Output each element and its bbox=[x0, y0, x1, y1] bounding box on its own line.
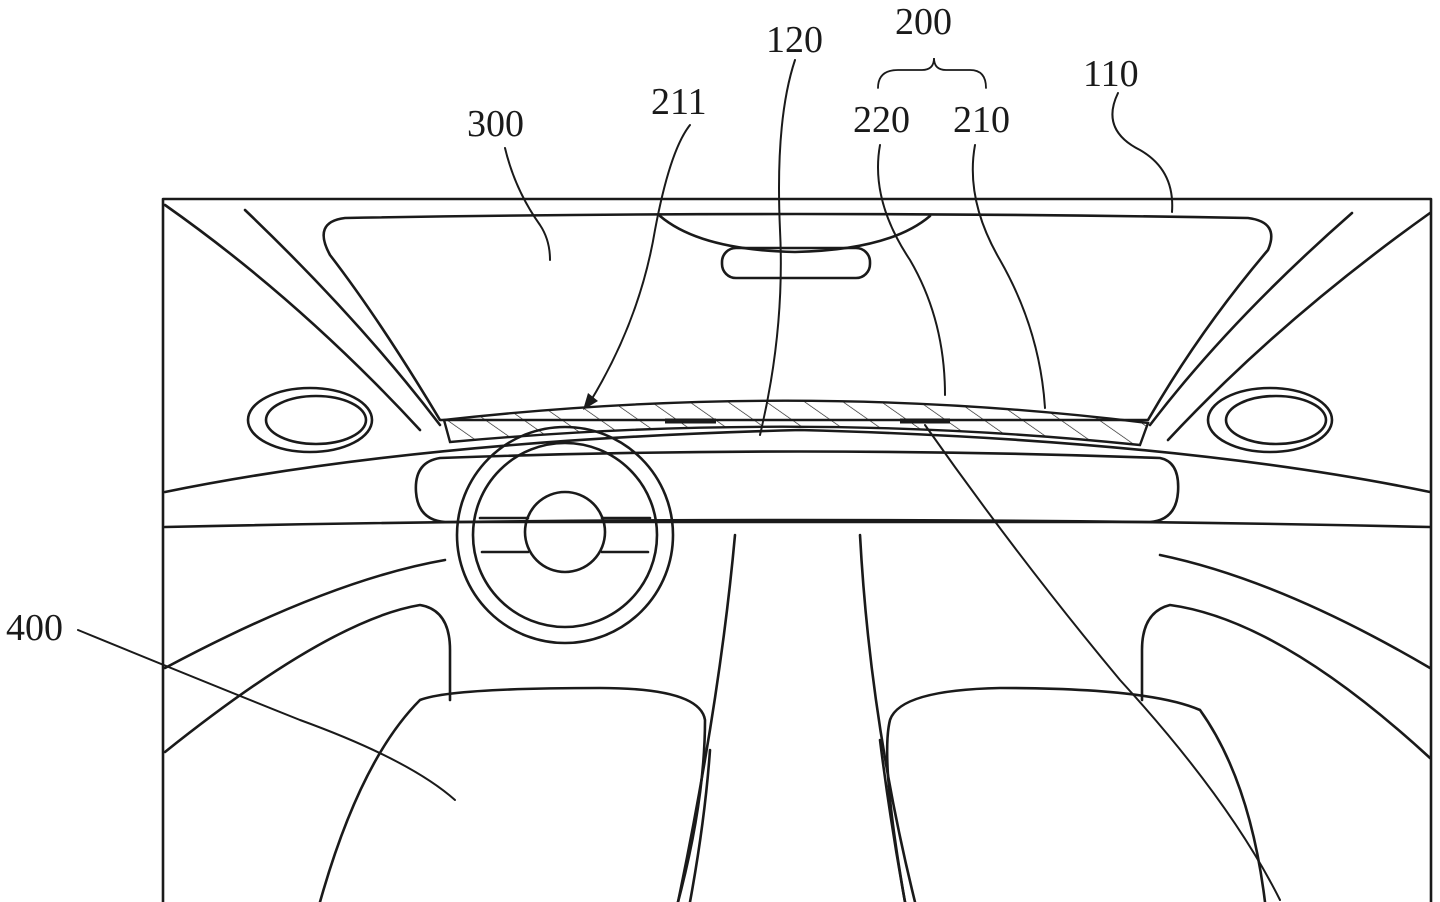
door-panel-right-armrest bbox=[1140, 603, 1432, 760]
a-pillar-right-outer bbox=[1166, 211, 1432, 442]
a-pillar-left-inner bbox=[243, 208, 442, 427]
drawing-frame bbox=[161, 197, 1433, 902]
leader-110 bbox=[1111, 92, 1174, 213]
leader-120 bbox=[759, 59, 796, 436]
seat-left bbox=[318, 686, 707, 902]
display-strip-hatched bbox=[442, 399, 1150, 447]
instrument-cluster-pod bbox=[414, 450, 1180, 524]
ref-label-200: 200 bbox=[895, 1, 952, 43]
leader-210 bbox=[971, 144, 1046, 409]
steering-wheel-outer bbox=[455, 425, 675, 645]
leader-400 bbox=[77, 629, 456, 801]
ref-label-211: 211 bbox=[651, 81, 707, 123]
door-panel-right-curve bbox=[1158, 553, 1432, 670]
ref-label-210: 210 bbox=[953, 99, 1010, 141]
door-panel-left-armrest bbox=[163, 603, 452, 754]
ref-label-110: 110 bbox=[1083, 53, 1139, 95]
windshield-outline bbox=[322, 212, 1273, 422]
brace-200 bbox=[877, 57, 987, 89]
side-mirror-right-outer bbox=[1206, 386, 1334, 454]
steering-wheel-inner bbox=[471, 441, 659, 629]
ref-label-400: 400 bbox=[6, 607, 63, 649]
ref-label-300: 300 bbox=[467, 103, 524, 145]
leader-300 bbox=[504, 147, 551, 261]
leader-211-arrowhead bbox=[583, 393, 598, 410]
leader-sensor-right bbox=[924, 424, 1281, 901]
ref-label-220: 220 bbox=[853, 99, 910, 141]
a-pillar-right-inner bbox=[1148, 211, 1354, 427]
center-console-left-inner bbox=[688, 748, 712, 902]
dashboard-top-edge bbox=[163, 428, 1432, 494]
center-console-right bbox=[858, 533, 917, 902]
side-mirror-right-inner bbox=[1224, 394, 1328, 446]
ref-label-120: 120 bbox=[766, 19, 823, 61]
dashboard-lower-edge bbox=[163, 518, 1432, 529]
rearview-mirror bbox=[720, 246, 872, 280]
side-mirror-left-outer bbox=[246, 386, 374, 454]
rearview-mirror-mount bbox=[658, 214, 932, 254]
side-mirror-left-inner bbox=[264, 394, 368, 446]
center-console-left bbox=[676, 533, 737, 902]
door-panel-left-curve bbox=[163, 558, 447, 670]
a-pillar-left-outer bbox=[163, 203, 422, 432]
steering-wheel-hub bbox=[523, 490, 607, 574]
leader-220 bbox=[877, 144, 946, 396]
seat-right bbox=[885, 686, 1267, 902]
leader-211 bbox=[589, 124, 691, 403]
